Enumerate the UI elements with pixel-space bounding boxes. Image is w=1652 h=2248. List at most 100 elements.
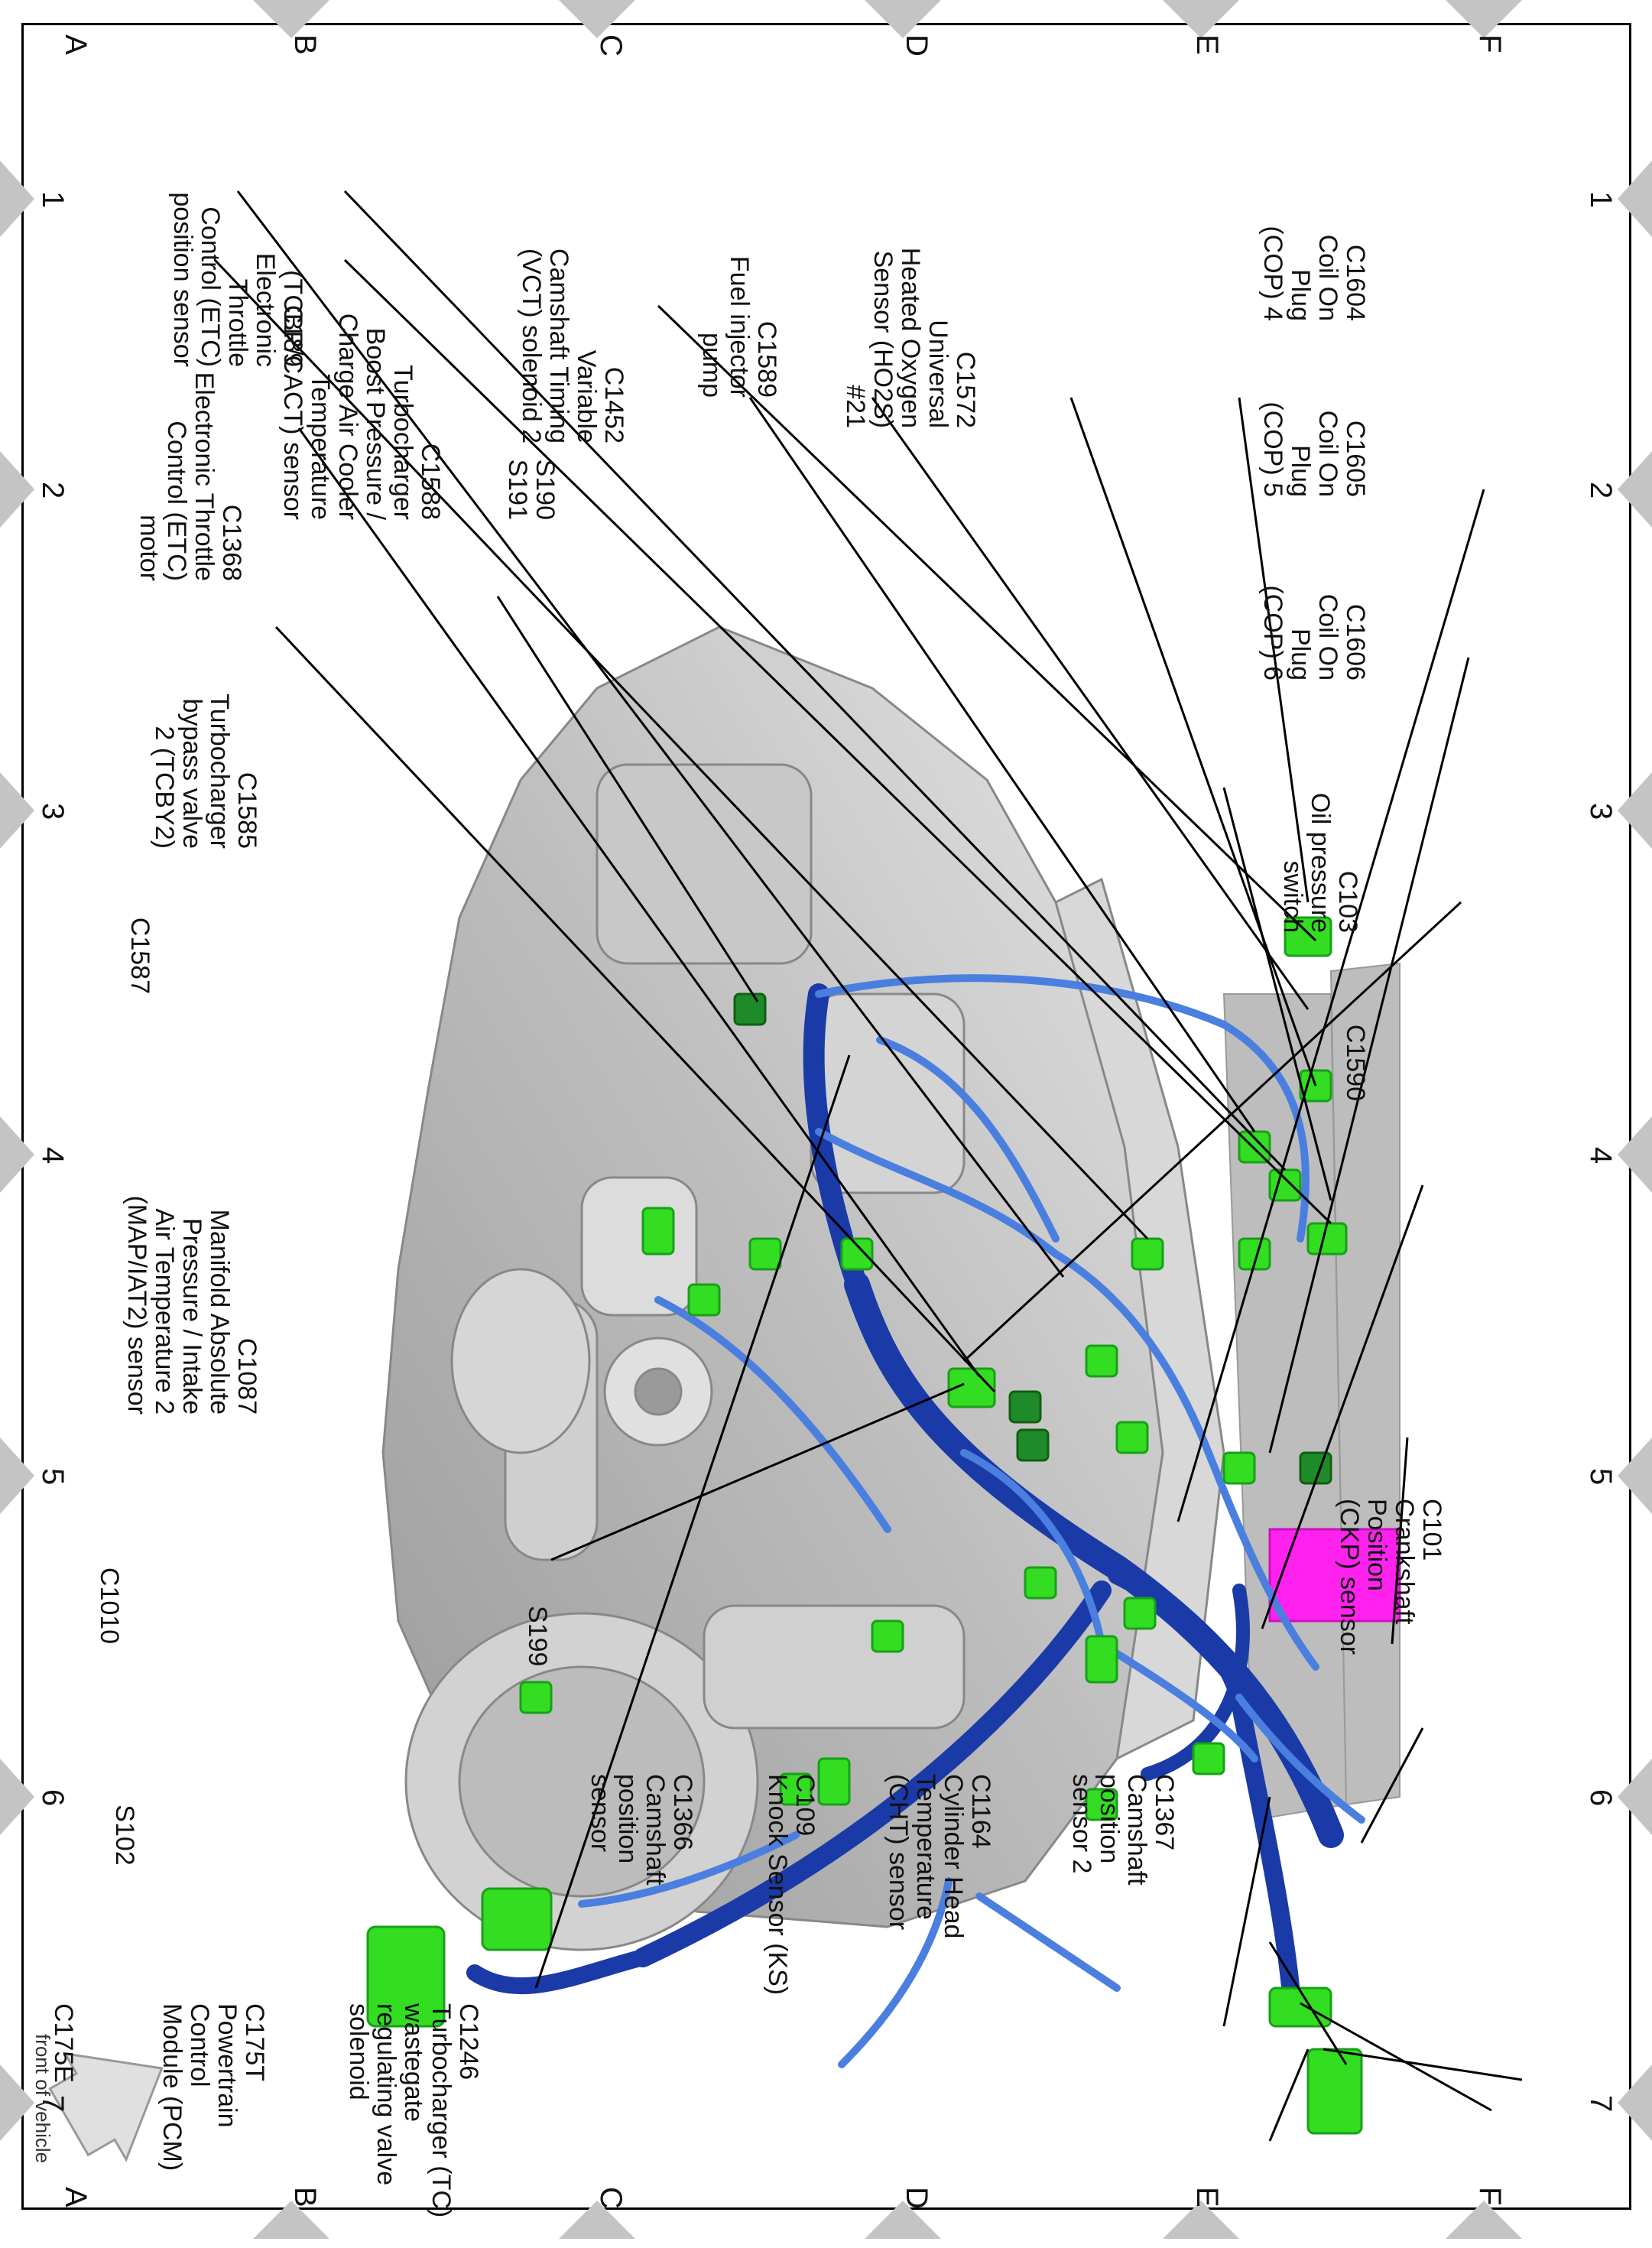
callout-code: S190: [531, 459, 560, 520]
diagram-frame: [21, 23, 1631, 2210]
grid-col-3: 3: [1584, 803, 1618, 820]
callout-code: S102: [110, 1805, 139, 1866]
front-arrow-icon: [48, 2051, 164, 2162]
callout-code: C1605: [1341, 420, 1370, 497]
callout-code: C1589: [752, 320, 781, 398]
connectors: [366, 916, 1363, 2135]
grid-col-5-bottom: 5: [36, 1468, 70, 1486]
callout-code: C1452: [599, 366, 628, 443]
callout-desc: Powertrain Control Module (PCM): [157, 2003, 242, 2172]
callout-desc: Coil On Plug (COP) 4: [1258, 226, 1342, 321]
callout-desc: Electronic Throttle Control (ETC) motor: [135, 372, 219, 581]
callout-code: C1010: [95, 1567, 124, 1645]
callout-desc: Turbocharger Boost Pressure / Charge Air…: [278, 270, 417, 520]
callout-code: C1572: [951, 351, 980, 428]
grid-row-c-right: C: [594, 2187, 628, 2209]
grid-col-3-bottom: 3: [36, 803, 70, 820]
grid-col-4: 4: [1584, 1147, 1618, 1165]
callout-desc: Turbocharger (TC) wastegate regulating v…: [344, 2003, 456, 2218]
main-harness: [466, 983, 1344, 2020]
callout-desc: Coil On Plug (COP) 6: [1258, 585, 1342, 681]
callout-code: S199: [523, 1606, 552, 1667]
grid-row-e-right: E: [1190, 2187, 1224, 2207]
grid-row-d-right: D: [900, 2187, 933, 2209]
grid-row-e: E: [1190, 34, 1224, 55]
grid-col-6: 6: [1584, 1789, 1618, 1807]
callout-code: C1087: [232, 1337, 261, 1415]
branch-harness: [578, 974, 1365, 2068]
grid-col-1-bottom: 1: [36, 191, 70, 209]
callout-code: C103: [1333, 870, 1362, 933]
callout-desc: Oil pressure switch: [1278, 792, 1335, 933]
callout-desc: Fuel injector pump: [697, 255, 754, 398]
grid-col-1: 1: [1584, 191, 1618, 209]
callout-code: C1367: [1150, 1774, 1179, 1851]
callout-code: C1587: [125, 917, 154, 994]
callout-desc: Knock Sensor (KS): [763, 1774, 792, 1996]
callout-desc: Universal Heated Oxygen Sensor (HO2S) #2…: [841, 247, 953, 428]
callout-desc: S191: [503, 459, 532, 520]
callout-c1010: C1010: [95, 1529, 124, 1682]
grid-col-7: 7: [1584, 2095, 1618, 2113]
callout-code: C1164: [966, 1774, 995, 1849]
callout-s102: S102: [110, 1759, 139, 1912]
callout-c1587: C1587: [125, 841, 154, 994]
grid-col-2-bottom: 2: [36, 482, 70, 499]
callout-code: C109: [790, 1774, 820, 1837]
callout-desc: Coil On Plug (COP) 5: [1258, 401, 1342, 497]
callout-code: C175T: [240, 2003, 269, 2082]
grid-row-c: C: [594, 34, 628, 57]
callout-code: C1366: [668, 1774, 697, 1851]
grid-col-2: 2: [1584, 482, 1618, 499]
callout-c1590: C1590: [1341, 994, 1370, 1101]
callout-desc: Crankshaft Position (CKP) sensor: [1335, 1499, 1419, 1655]
callout-s199: S199: [523, 1606, 552, 1713]
callout-code: C1590: [1341, 1024, 1370, 1101]
grid-row-f-right: F: [1473, 2187, 1507, 2206]
leader-lines: [213, 190, 1523, 2142]
grid-row-a: A: [59, 34, 92, 55]
callout-c175e: C175E: [49, 2003, 78, 2156]
callout-desc: Camshaft position sensor: [586, 1774, 670, 1886]
grid-col-5: 5: [1584, 1468, 1618, 1486]
callout-code: C1606: [1341, 603, 1370, 681]
callout-desc: Cylinder Head Temperature (CHT) sensor: [884, 1774, 968, 1939]
pcm-block: [1268, 1528, 1401, 1623]
callout-desc: Manifold Absolute Pressure / Intake Air …: [122, 1195, 234, 1415]
callout-desc: Electronic Throttle Control (ETC) positi…: [168, 192, 280, 367]
callout-code: C1246: [454, 2003, 483, 2081]
callout-code: C1604: [1341, 244, 1370, 321]
grid-col-4-bottom: 4: [36, 1147, 70, 1165]
grid-row-b: B: [288, 34, 322, 55]
grid-row-a-right: A: [59, 2187, 92, 2207]
callout-desc: Camshaft position sensor 2: [1067, 1774, 1151, 1886]
callout-code: C1368: [217, 504, 246, 581]
grid-col-6-bottom: 6: [36, 1789, 70, 1807]
callout-desc: Variable Camshaft Timing (VCT) solenoid …: [517, 248, 601, 443]
grid-row-d: D: [900, 34, 933, 57]
callout-code: C101: [1417, 1499, 1446, 1561]
callout-code: C175E: [49, 2003, 78, 2083]
callout-desc: Turbocharger bypass valve 2 (TCBY2): [150, 694, 234, 849]
